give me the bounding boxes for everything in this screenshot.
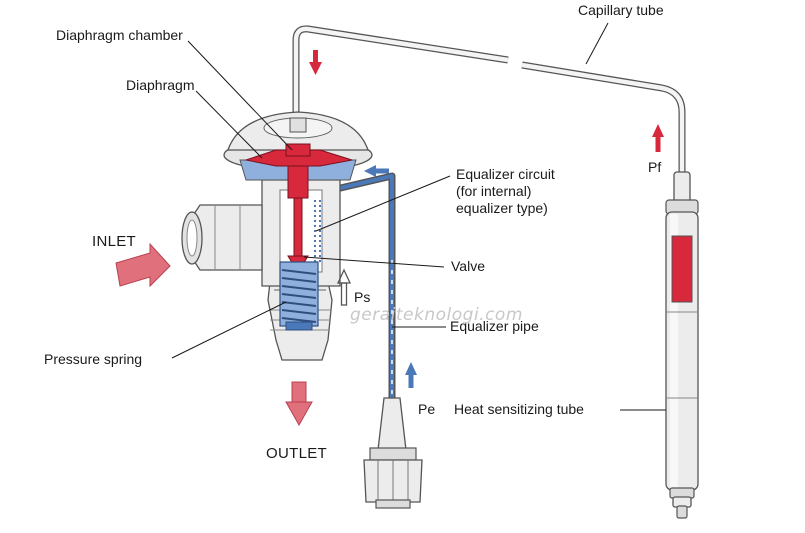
outlet-arrow bbox=[285, 381, 313, 427]
equalizer-fitting bbox=[363, 397, 423, 509]
label-pressure-spring: Pressure spring bbox=[44, 351, 142, 367]
pf-arrow bbox=[652, 124, 664, 152]
heat-sensitizing-tube bbox=[665, 171, 699, 519]
capillary-flow-arrow bbox=[309, 50, 322, 75]
label-equalizer-circuit-3: equalizer type) bbox=[456, 200, 548, 216]
ps-arrow bbox=[336, 268, 352, 306]
label-valve: Valve bbox=[451, 258, 485, 274]
label-equalizer-circuit-1: Equalizer circuit bbox=[456, 166, 555, 182]
label-equalizer-pipe: Equalizer pipe bbox=[450, 318, 539, 334]
labels: Diaphragm chamber Diaphragm Capillary tu… bbox=[44, 2, 664, 462]
watermark-text: geraiteknologi.com bbox=[350, 305, 523, 325]
capillary-tube bbox=[292, 25, 686, 172]
label-capillary-tube: Capillary tube bbox=[578, 2, 664, 18]
label-pf: Pf bbox=[648, 159, 661, 175]
inlet-arrow bbox=[115, 242, 171, 288]
valve-stem bbox=[287, 165, 309, 267]
label-outlet: OUTLET bbox=[266, 445, 327, 462]
label-equalizer-circuit-2: (for internal) bbox=[456, 183, 531, 199]
label-diaphragm-chamber: Diaphragm chamber bbox=[56, 27, 183, 43]
pe-arrow bbox=[405, 362, 417, 388]
diaphragm bbox=[244, 143, 353, 167]
pressure-spring bbox=[279, 261, 319, 331]
label-inlet: INLET bbox=[92, 233, 136, 250]
label-diaphragm: Diaphragm bbox=[126, 77, 194, 93]
label-ps: Ps bbox=[354, 289, 370, 305]
leader-lines bbox=[171, 22, 666, 411]
label-pe: Pe bbox=[418, 401, 435, 417]
equalizer-flow-arrow bbox=[364, 165, 389, 177]
label-heat-sensitizing-tube: Heat sensitizing tube bbox=[454, 401, 584, 417]
equalizer-pipe bbox=[331, 172, 396, 412]
